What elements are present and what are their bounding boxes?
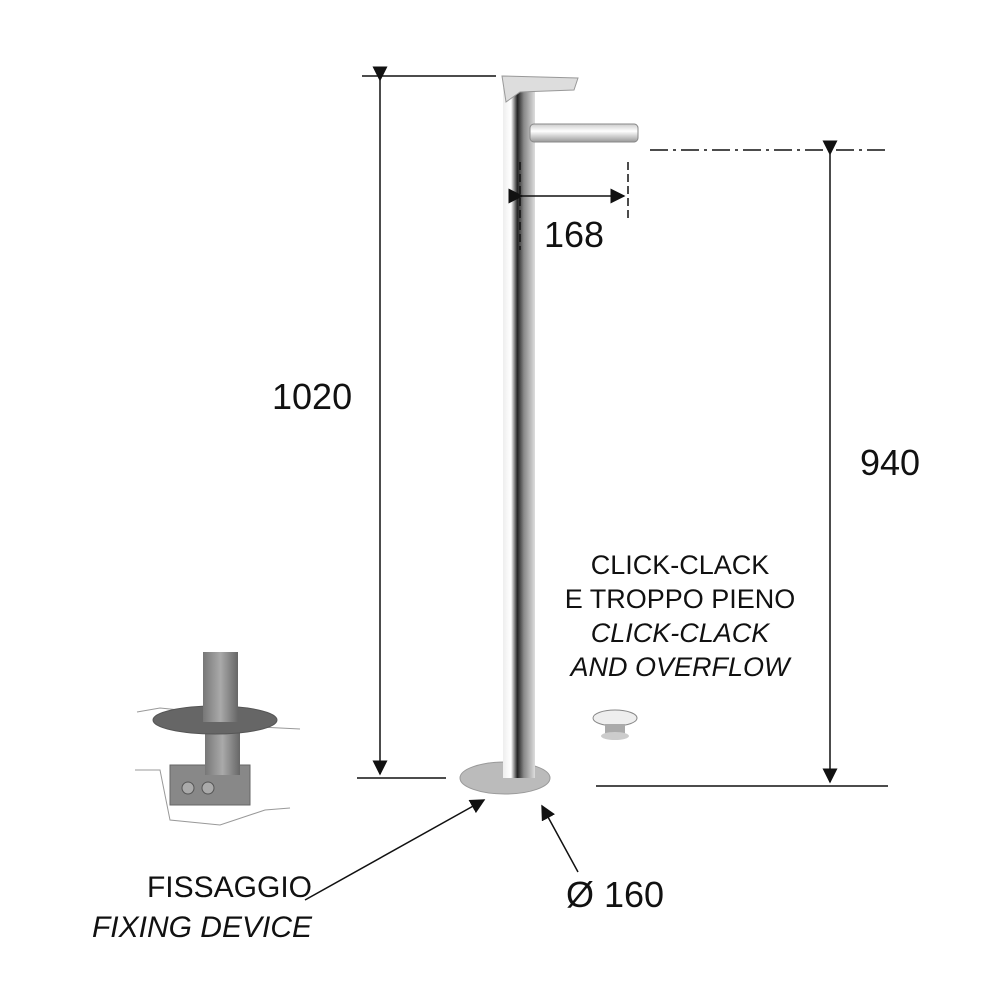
click-clack-note: CLICK-CLACK E TROPPO PIENO CLICK-CLACK A…: [555, 548, 805, 684]
click-clack-it-line1: CLICK-CLACK: [590, 550, 770, 580]
spout-reach-label: 168: [544, 214, 605, 255]
click-clack-illustration: [592, 709, 638, 740]
faucet-illustration: [459, 75, 639, 795]
dimension-lines: [304, 66, 888, 901]
fixing-en-label: FIXING DEVICE: [91, 911, 312, 944]
spout-height-label: 940: [860, 442, 921, 483]
click-clack-en-line1: CLICK-CLACK: [590, 618, 770, 648]
click-clack-it-line2: E TROPPO PIENO: [564, 584, 796, 614]
base-diameter-label: Ø 160: [566, 874, 665, 915]
fixing-device-note: FISSAGGIO FIXING DEVICE: [50, 868, 312, 948]
fixing-it-label: FISSAGGIO: [146, 871, 312, 904]
fixing-device-illustration: [135, 652, 301, 826]
total-height-label: 1020: [272, 376, 353, 417]
click-clack-en-line2: AND OVERFLOW: [570, 652, 790, 682]
